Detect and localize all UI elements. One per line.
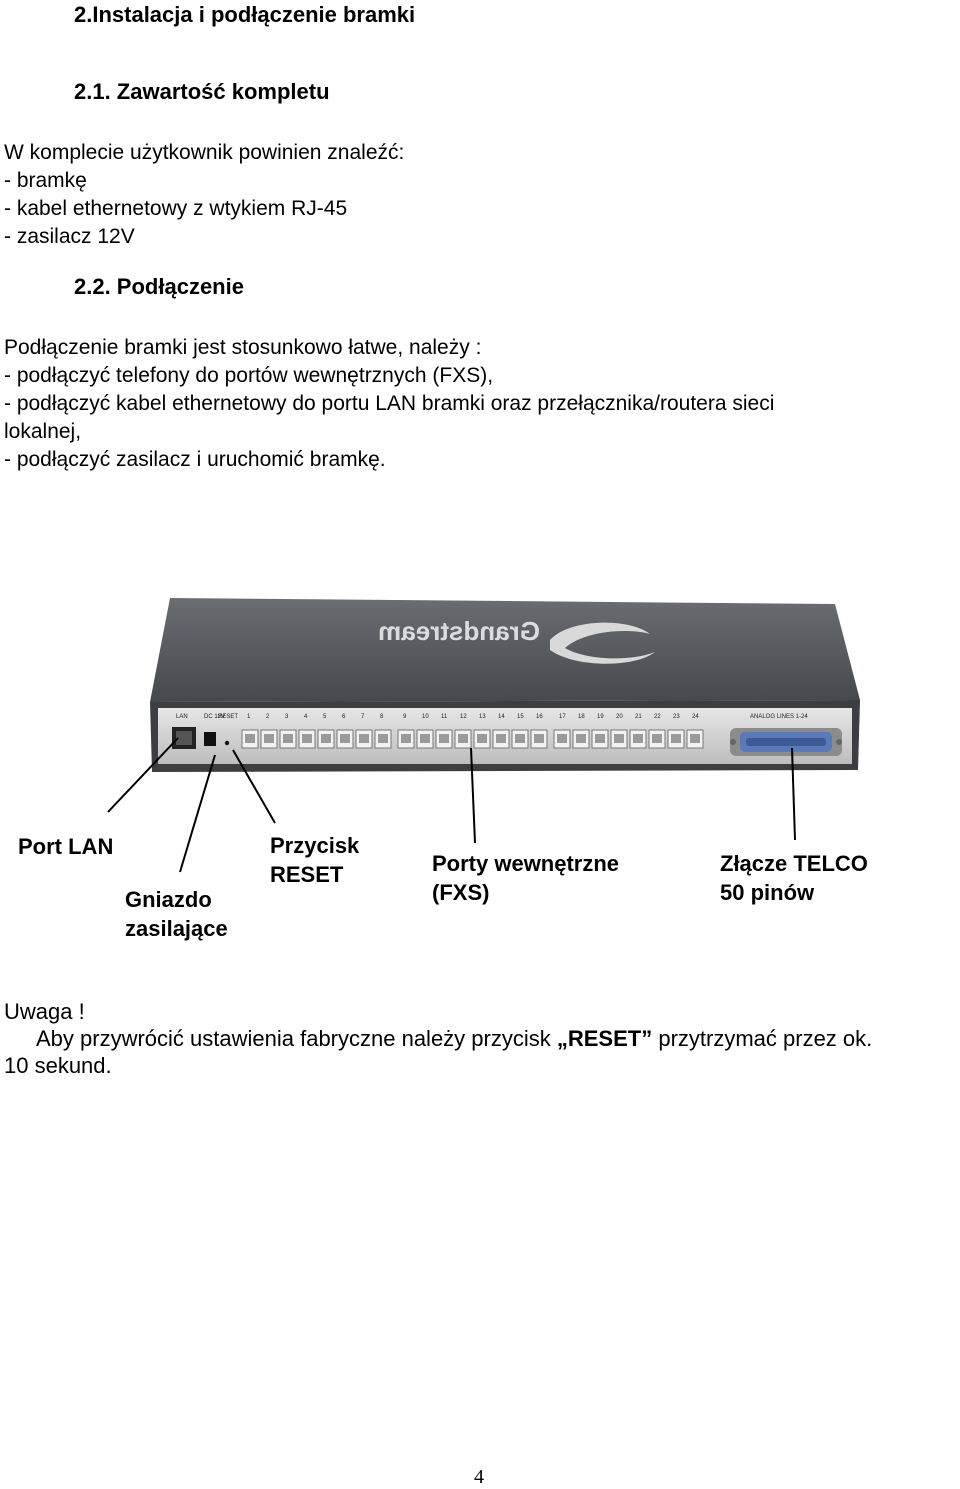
brand-name: Grandstream <box>378 616 540 646</box>
fxs-port-socket <box>340 734 350 743</box>
port-number-label: 5 <box>323 714 327 720</box>
lan-port-icon <box>172 727 196 749</box>
connect-line: - podłączyć telefony do portów wewnętrzn… <box>4 364 494 387</box>
telco-connector-icon <box>730 728 842 756</box>
port-number-label: 20 <box>616 714 623 720</box>
fxs-port-socket <box>671 734 681 743</box>
panel-lan-label: LAN <box>176 714 188 720</box>
fxs-port-socket <box>576 734 586 743</box>
panel-reset-label: RESET <box>218 714 238 720</box>
port-number-label: 24 <box>692 714 699 720</box>
reset-button-icon <box>224 740 230 746</box>
note-text-line2: 10 sekund. <box>4 1053 112 1078</box>
fxs-port-socket <box>534 734 544 743</box>
subsection-title-contents: 2.1. Zawartość kompletu <box>74 79 330 104</box>
section-title: 2.Instalacja i podłączenie bramki <box>74 2 416 27</box>
page-number: 4 <box>474 1466 484 1488</box>
fxs-port-socket <box>652 734 662 743</box>
port-number-label: 22 <box>654 714 661 720</box>
fxs-port-socket <box>321 734 331 743</box>
fxs-port-socket <box>496 734 506 743</box>
kit-item: - bramkę <box>4 169 87 192</box>
label-lan-port: Port LAN <box>18 834 114 859</box>
fxs-port-socket <box>302 734 312 743</box>
port-number-label: 6 <box>342 714 346 720</box>
port-number-label: 11 <box>441 714 448 720</box>
fxs-port-socket <box>595 734 605 743</box>
port-number-label: 8 <box>380 714 384 720</box>
subsection-title-connection: 2.2. Podłączenie <box>74 274 244 299</box>
fxs-port-socket <box>439 734 449 743</box>
brand-logo-icon: Grandstream <box>378 616 655 664</box>
fxs-port-socket <box>401 734 411 743</box>
port-number-label: 1 <box>247 714 251 720</box>
fxs-ports <box>241 729 704 749</box>
panel-dc-label: DC 12V <box>204 714 225 720</box>
port-number-label: 12 <box>460 714 467 720</box>
port-number-label: 17 <box>559 714 566 720</box>
port-number-label: 4 <box>304 714 308 720</box>
panel-telco-label: ANALOG LINES 1-24 <box>750 714 808 720</box>
device-top-cover <box>150 598 860 702</box>
kit-intro: W komplecie użytkownik powinien znaleźć: <box>4 141 405 164</box>
port-number-label: 15 <box>517 714 524 720</box>
fxs-port-socket <box>420 734 430 743</box>
fxs-port-socket <box>690 734 700 743</box>
port-number-label: 23 <box>673 714 680 720</box>
port-number-label: 16 <box>536 714 543 720</box>
kit-item: - kabel ethernetowy z wtykiem RJ-45 <box>4 197 348 220</box>
port-number-label: 21 <box>635 714 642 720</box>
fxs-port-socket <box>557 734 567 743</box>
power-jack-icon <box>204 732 216 746</box>
label-fxs-ports: Porty wewnętrzne(FXS) <box>432 851 620 905</box>
port-number-label: 2 <box>266 714 270 720</box>
port-number-label: 14 <box>498 714 505 720</box>
fxs-port-socket <box>359 734 369 743</box>
fxs-port-socket <box>515 734 525 743</box>
note-title: Uwaga ! <box>4 999 85 1024</box>
fxs-port-socket <box>378 734 388 743</box>
fxs-port-socket <box>633 734 643 743</box>
kit-item: - zasilacz 12V <box>4 225 135 248</box>
port-number-label: 9 <box>403 714 407 720</box>
fxs-port-socket <box>264 734 274 743</box>
fxs-port-socket <box>245 734 255 743</box>
connect-line: - podłączyć kabel ethernetowy do portu L… <box>4 392 775 415</box>
port-number-label: 13 <box>479 714 486 720</box>
connect-line: - podłączyć zasilacz i uruchomić bramkę. <box>4 448 386 471</box>
port-number-label: 18 <box>578 714 585 720</box>
connect-intro: Podłączenie bramki jest stosunkowo łatwe… <box>4 336 482 359</box>
port-number-label: 19 <box>597 714 604 720</box>
fxs-port-socket <box>283 734 293 743</box>
gateway-device-image: Grandstream LAN DC 12V RESET ANALOG LINE… <box>150 598 860 772</box>
port-number-label: 3 <box>285 714 289 720</box>
connect-line: lokalnej, <box>4 420 82 443</box>
fxs-port-socket <box>458 734 468 743</box>
port-number-label: 10 <box>422 714 429 720</box>
fxs-port-socket <box>477 734 487 743</box>
port-number-label: 7 <box>361 714 365 720</box>
note-text: Aby przywrócić ustawienia fabryczne nale… <box>36 1026 873 1051</box>
fxs-port-socket <box>614 734 624 743</box>
